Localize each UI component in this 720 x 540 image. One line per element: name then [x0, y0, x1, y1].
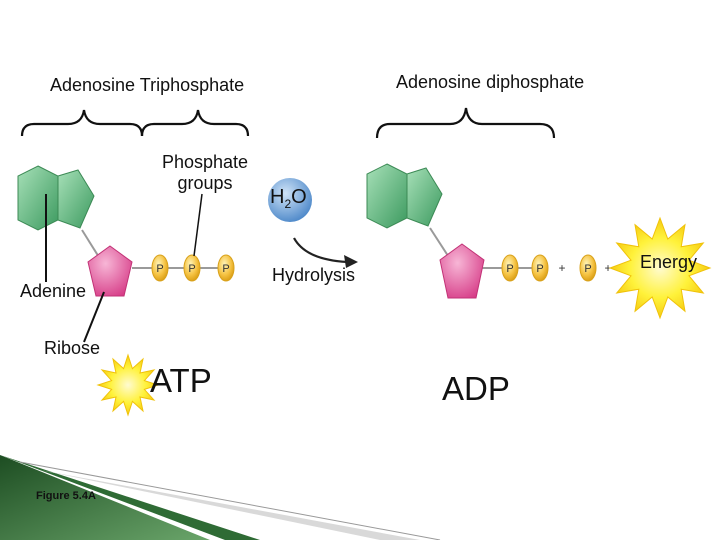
svg-text:P: P: [156, 263, 163, 275]
phosphate-groups-line: Phosphate: [161, 152, 249, 172]
svg-text:P: P: [584, 263, 591, 275]
atp-left-brace: [20, 109, 144, 137]
adenine-hexagon-icon: [366, 163, 408, 229]
water-molecule-icon: [268, 178, 312, 222]
adenine-pentagon-icon: [57, 169, 95, 229]
adenine-label: Adenine: [20, 281, 87, 301]
adenine-hexagon-icon: [17, 165, 59, 231]
water-label-o: O: [291, 186, 307, 208]
svg-text:P: P: [506, 263, 513, 275]
atp-molecule: P P P: [17, 165, 235, 297]
phosphate-bead: P: [183, 254, 201, 282]
energy-burst-icon: [608, 216, 712, 320]
phosphate-bead: P: [501, 254, 519, 282]
adenine-pentagon-icon: [406, 167, 443, 227]
water-label-h: H: [270, 186, 285, 208]
adp-label: ADP: [442, 370, 510, 407]
phosphate-bead: P: [151, 254, 169, 282]
phosphate-groups-line: groups: [177, 172, 233, 193]
hydrolysis-arrow-icon: [293, 237, 358, 268]
figure-caption: Figure 5.4A: [36, 490, 96, 502]
atp-title: Adenosine Triphosphate: [50, 75, 245, 95]
plus-sign: +: [558, 261, 565, 275]
phosphate-groups-label: Phosphate groups: [150, 152, 260, 193]
svg-text:P: P: [188, 263, 195, 275]
energy-burst-icon: [96, 353, 160, 417]
adp-molecule: P P + P +: [366, 163, 612, 299]
phosphate-bead: P: [531, 254, 549, 282]
free-phosphate-bead: P: [579, 254, 597, 282]
svg-text:P: P: [536, 263, 543, 275]
water-label-subscript: 2: [284, 197, 292, 211]
ribose-pentagon-icon: [439, 243, 485, 299]
svg-text:P: P: [222, 263, 229, 275]
phosphate-groups-pointer-line: [193, 193, 203, 257]
energy-label: Energy: [640, 252, 698, 272]
plus-sign: +: [604, 261, 611, 275]
adp-brace: [375, 107, 556, 139]
atp-label: ATP: [150, 362, 212, 399]
decorative-corner: [0, 455, 441, 540]
adp-title: Adenosine diphosphate: [396, 72, 585, 92]
atp-right-brace: [140, 109, 250, 137]
ribose-pentagon-icon: [87, 245, 133, 297]
water-label: H2O: [270, 187, 307, 210]
hydrolysis-label: Hydrolysis: [272, 265, 356, 285]
phosphate-bead: P: [217, 254, 235, 282]
ribose-label: Ribose: [44, 338, 101, 358]
ribose-pointer-line: [83, 291, 105, 343]
